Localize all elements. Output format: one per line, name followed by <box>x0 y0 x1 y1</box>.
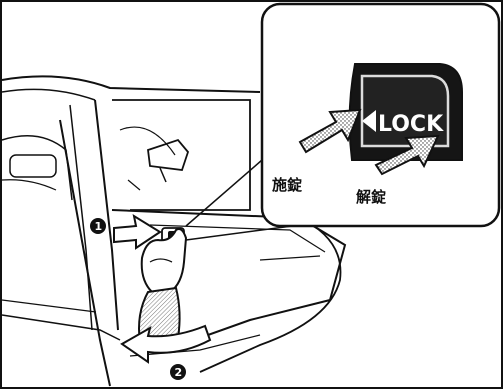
step-2-marker: 2 <box>170 364 186 380</box>
callout-lines <box>185 159 301 241</box>
lock-detail-inset: LOCK 施錠 解錠 <box>260 2 501 228</box>
door-edge <box>199 217 342 373</box>
side-mirror <box>147 138 190 171</box>
push-arrow-lock-icon <box>298 108 362 154</box>
car-body <box>1 75 347 387</box>
lock-direction-arrow-icon <box>362 110 376 132</box>
door-frame-left <box>59 119 111 387</box>
unlock-label: 解錠 <box>356 188 386 206</box>
lock-button-icon: LOCK <box>348 63 463 161</box>
svg-text:1: 1 <box>95 220 103 233</box>
push-arrow-icon <box>113 213 162 250</box>
interior-headrest <box>9 154 57 178</box>
b-pillar <box>69 104 93 331</box>
door-window <box>112 99 251 211</box>
svg-text:2: 2 <box>175 366 183 379</box>
push-arrow-unlock-icon <box>374 134 440 176</box>
interior-seat <box>1 135 73 201</box>
roof-line-inner <box>1 88 96 101</box>
a-pillar <box>94 99 119 331</box>
door-open-arrow-icon <box>120 324 212 364</box>
roof-line <box>1 75 261 93</box>
step-1-marker: 1 <box>90 218 106 234</box>
floor-sill <box>1 314 121 341</box>
lock-button-label: LOCK <box>378 112 444 137</box>
lock-label: 施錠 <box>272 176 302 194</box>
hand-icon <box>138 228 188 344</box>
